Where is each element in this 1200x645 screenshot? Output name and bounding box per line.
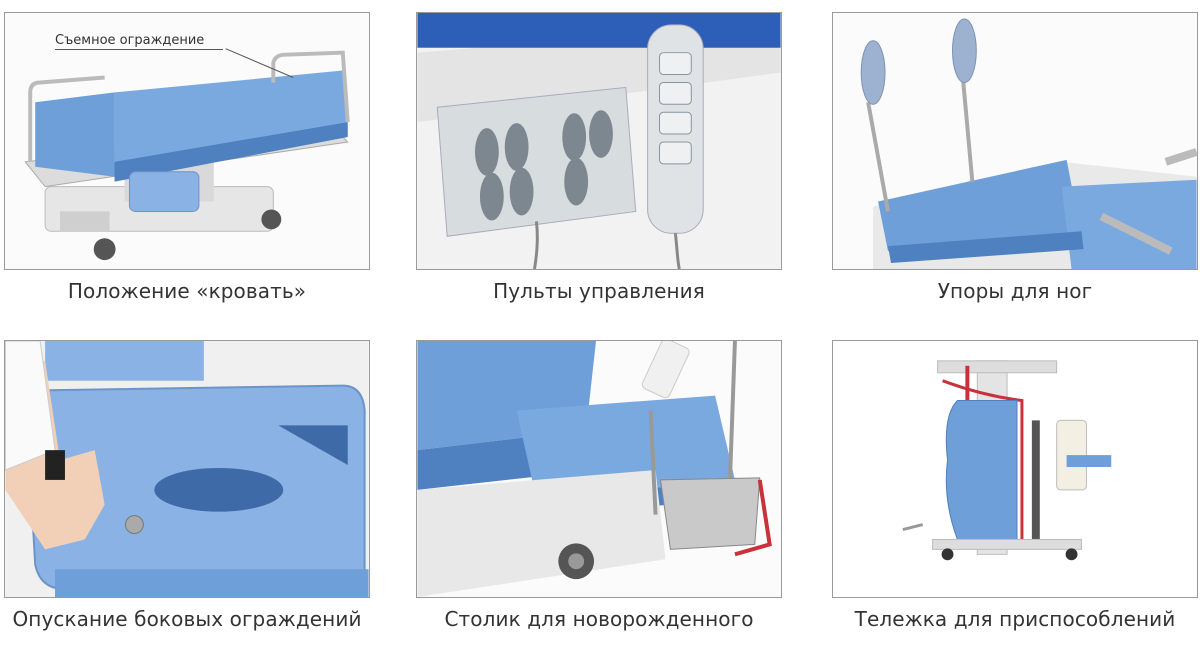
caption-side-rail-lowering: Опускание боковых ограждений	[12, 607, 362, 631]
control-panels-image	[416, 12, 782, 270]
caption-bed-position: Положение «кровать»	[67, 279, 307, 303]
removable-rail-callout: Съемное ограждение	[55, 33, 205, 48]
accessories-cart-illustration	[833, 341, 1197, 597]
control-panels-illustration	[417, 13, 781, 269]
side-rail-illustration	[5, 341, 369, 597]
callout-underline	[55, 49, 223, 50]
bed-illustration	[24, 48, 350, 261]
newborn-table-image	[416, 340, 782, 598]
caption-control-panels: Пульты управления	[493, 279, 705, 303]
newborn-table-illustration	[417, 341, 772, 597]
caption-newborn-table: Столик для новорожденного	[444, 607, 754, 631]
caption-accessories-cart: Тележка для приспособлений	[854, 607, 1176, 631]
leg-rests-illustration	[860, 18, 1197, 269]
accessories-cart-image	[832, 340, 1198, 598]
caption-leg-rests: Упоры для ног	[937, 279, 1093, 303]
side-rail-lowering-image	[4, 340, 370, 598]
leg-rests-image	[832, 12, 1198, 270]
bed-position-image: Съемное ограждение	[4, 12, 370, 270]
